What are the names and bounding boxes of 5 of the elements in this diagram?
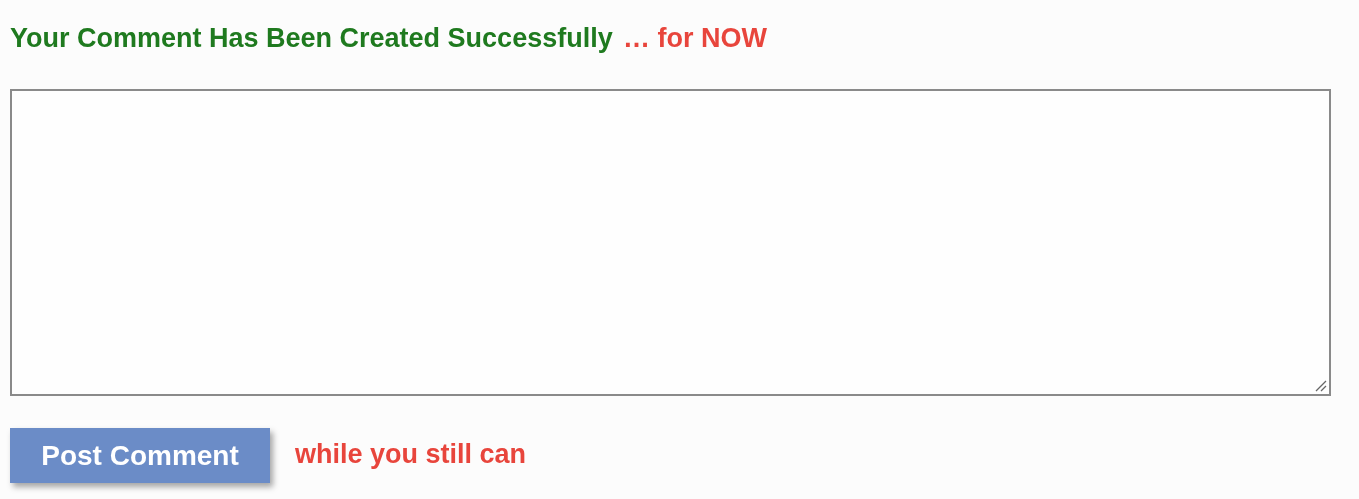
note-text: while you still can	[295, 441, 527, 468]
heading-note: … for NOW	[623, 25, 767, 52]
text-area	[10, 89, 1331, 396]
post-button: Post Comment	[10, 428, 270, 483]
heading-text: Your Comment Has Been Created Successfully	[10, 25, 613, 52]
